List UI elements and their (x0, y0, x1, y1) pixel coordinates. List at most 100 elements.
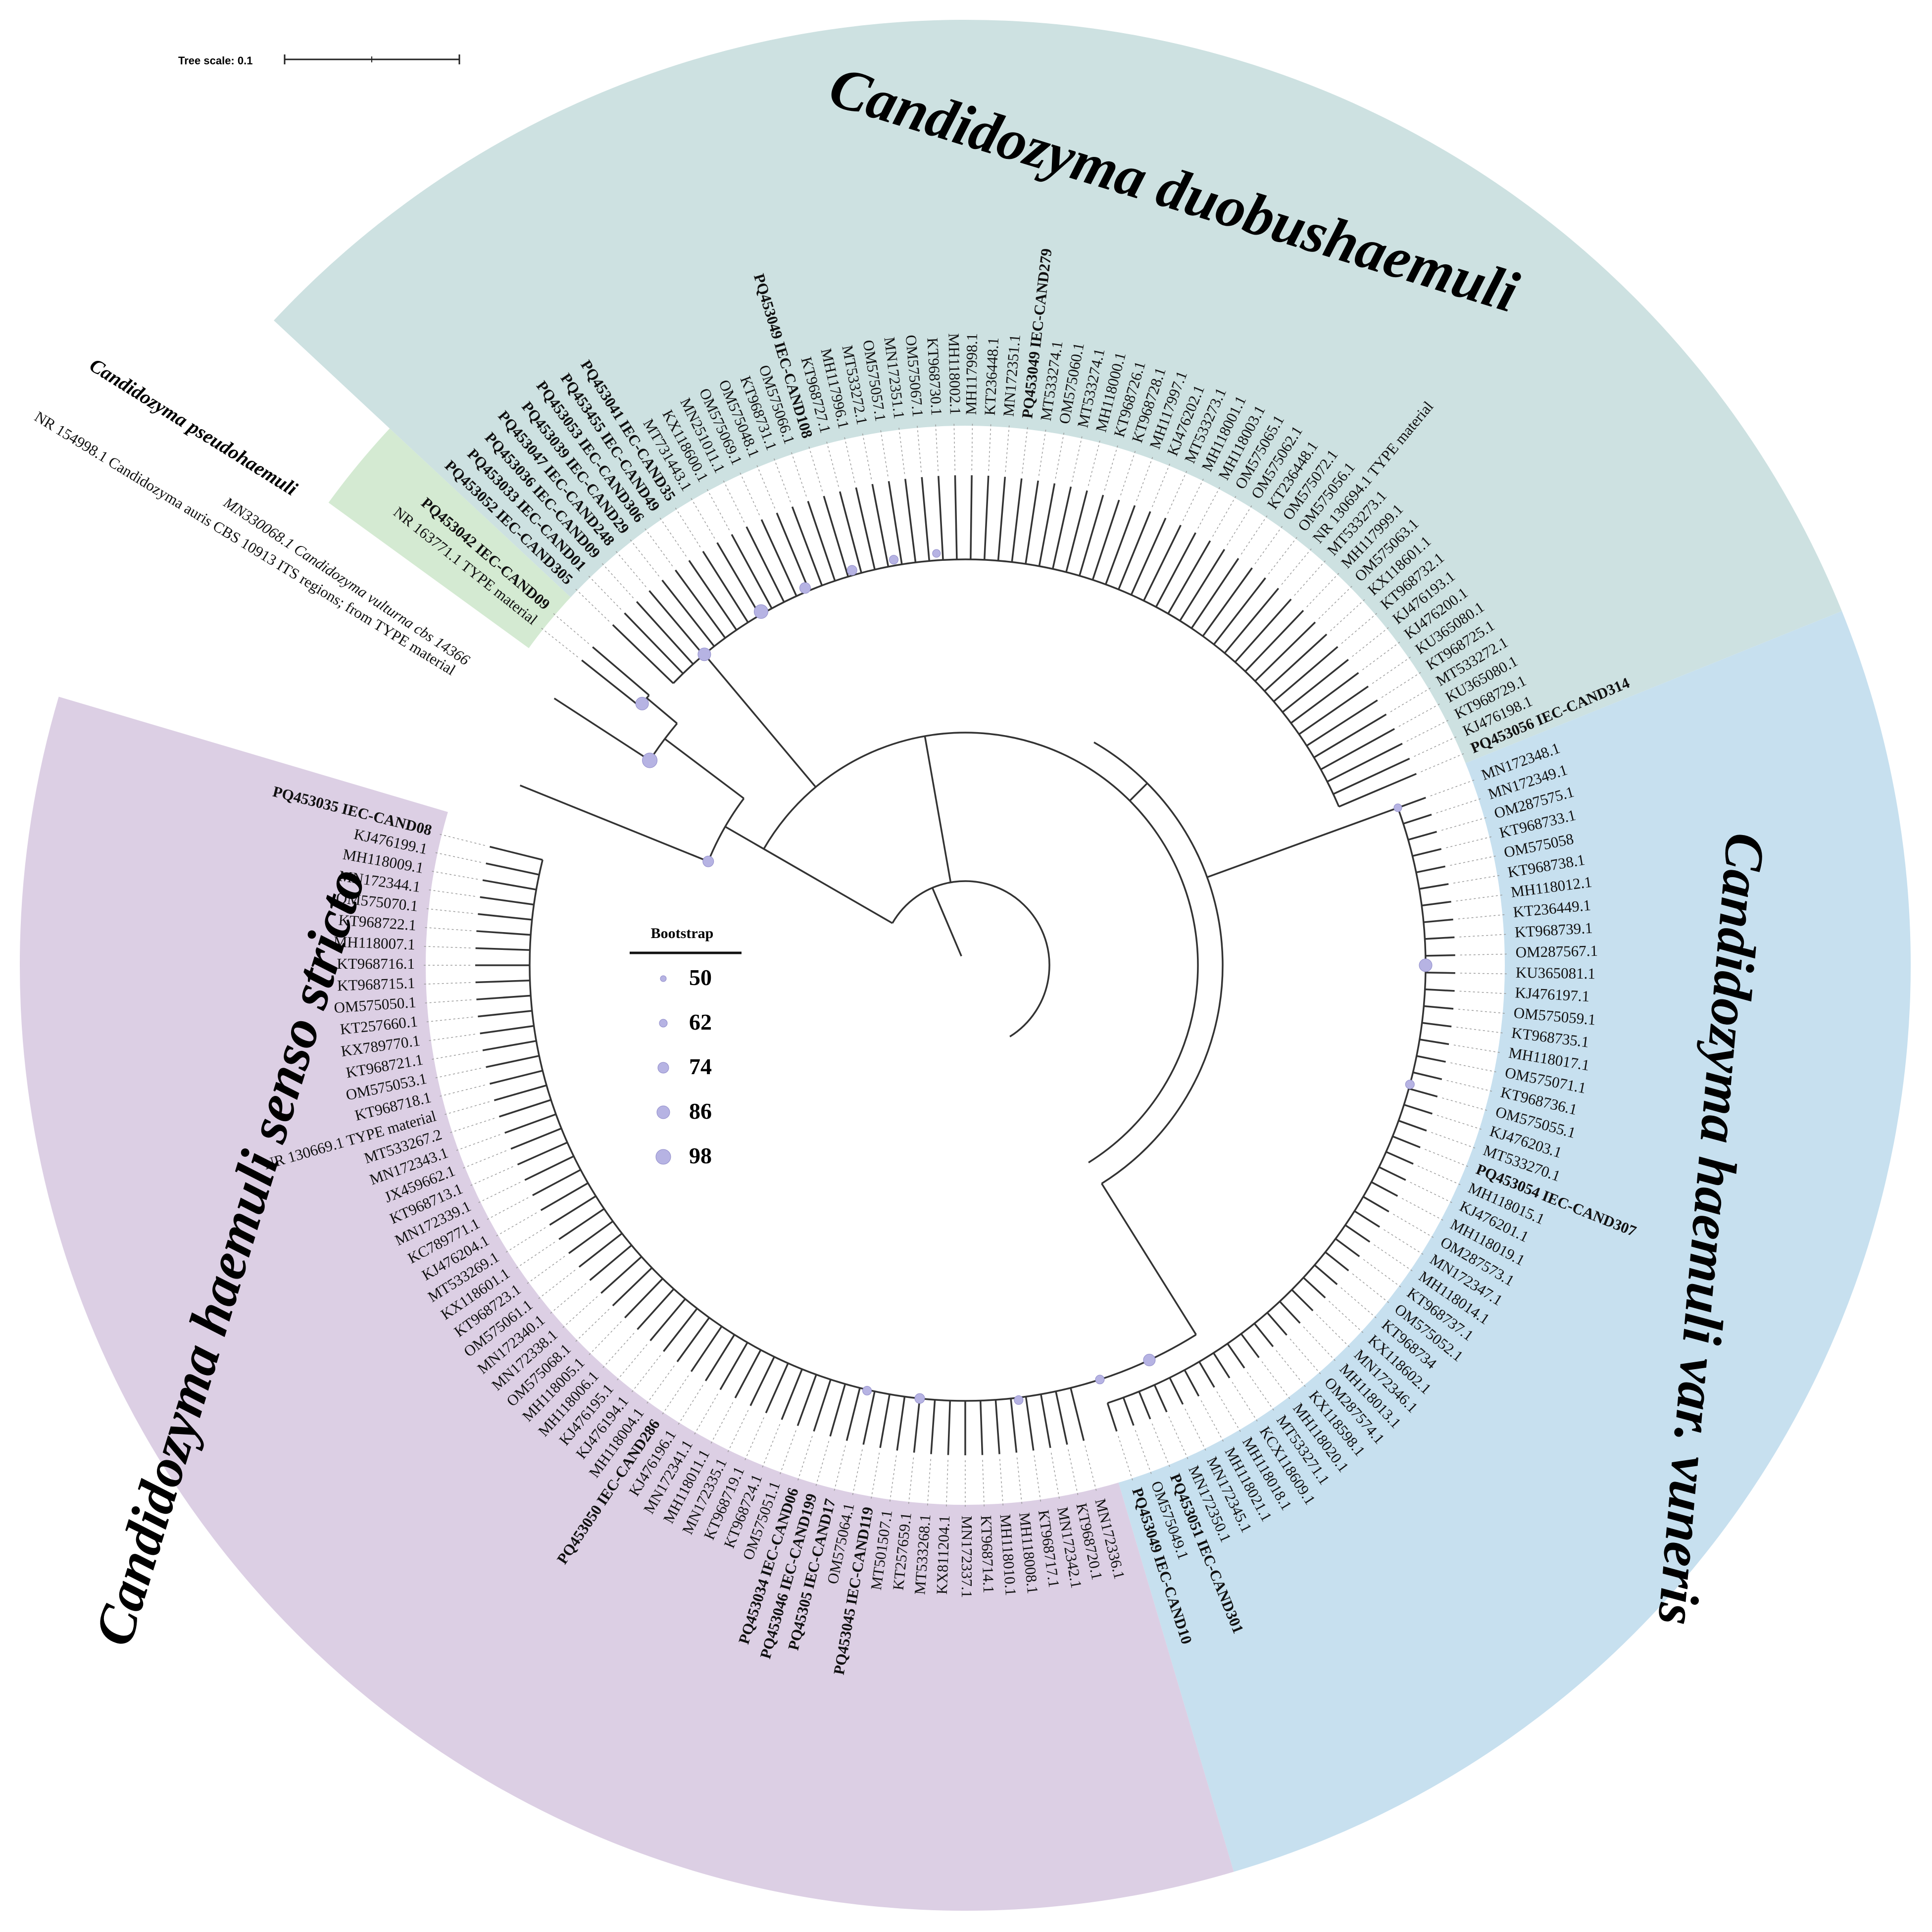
guide-line (1294, 559, 1327, 596)
guide-line (1276, 1350, 1307, 1388)
haemuli-leaf-branch (476, 930, 531, 936)
vulneris-leaf-branch (1184, 1369, 1200, 1397)
guide-line (1431, 1132, 1477, 1149)
guide-line (706, 487, 730, 531)
leaf-label-haemuli: KX811204.1 (933, 1515, 953, 1595)
haemuli-leaf-branch (517, 1141, 568, 1166)
vulneris-leaf-branch (1354, 1210, 1380, 1228)
duobus-leaf-branch (1202, 567, 1253, 637)
guide-line (1118, 1436, 1134, 1483)
guide-line (587, 1321, 622, 1357)
legend-label-62: 62 (689, 1009, 712, 1035)
guide-line (1450, 855, 1498, 866)
leaf-label-duobushaemuli: KT968730.1 (924, 337, 945, 416)
guide-line (433, 851, 482, 863)
guide-line (1247, 1372, 1276, 1412)
haemuli-leaf-branch (704, 1334, 736, 1382)
bootstrap-marker (846, 565, 857, 576)
guide-line (1318, 584, 1354, 619)
duobus-leaf-branch (1327, 743, 1403, 783)
haemuli-leaf-branch (475, 979, 530, 984)
branch-radial (581, 659, 641, 707)
bootstrap-marker (889, 555, 899, 565)
leaf-label-haemuli: KT968715.1 (337, 974, 415, 994)
guide-line (709, 1402, 734, 1445)
duobus-leaf-branch (716, 542, 761, 616)
guide-line (423, 999, 472, 1004)
duobus-leaf-branch (871, 484, 890, 567)
guide-line (1254, 524, 1284, 564)
guide-line (1168, 1416, 1189, 1461)
guide-line (1436, 797, 1483, 814)
outgroup-leaf-vulturna (553, 697, 650, 761)
haemuli-leaf-branch (749, 1356, 775, 1406)
guide-line (1417, 1165, 1463, 1186)
haemuli-leaf-branch (478, 1010, 533, 1018)
tree-scale-label: Tree scale: 0.1 (178, 54, 252, 67)
duobus-leaf-branch (1167, 540, 1211, 614)
haemuli-leaf-branch (862, 1391, 876, 1445)
vulneris-leaf-branch (1279, 1300, 1301, 1324)
guide-line (1441, 816, 1488, 831)
duobus-leaf-branch (997, 477, 1006, 561)
vulneris-leaf-branch (1138, 1391, 1151, 1420)
haemuli-leaf-branch (1070, 1387, 1085, 1441)
duobus-leaf-branch (1011, 478, 1023, 562)
guide-line (1352, 626, 1390, 657)
haemuli-leaf-branch (480, 1025, 534, 1035)
guide-line (423, 927, 472, 931)
vulneris-leaf-branch (1253, 1323, 1274, 1347)
guide-line (1459, 991, 1508, 994)
duobus-leaf-branch (1313, 713, 1387, 758)
leaf-label-duobushaemuli: MH118002.1 (945, 333, 964, 415)
haemuli-leaf-branch (1010, 1398, 1018, 1453)
guide-line (438, 833, 485, 846)
haemuli-leaf-branch (913, 1398, 921, 1453)
duobus-leaf-branch (807, 500, 836, 581)
bootstrap-marker (799, 582, 811, 594)
duobus-leaf-branch (1306, 699, 1378, 746)
guide-line (1384, 1229, 1425, 1256)
haemuli-leaf-branch (845, 1387, 861, 1441)
vulneris-leaf-branch (1403, 813, 1432, 825)
bootstrap-marker (862, 1386, 872, 1395)
guide-line (1151, 462, 1171, 507)
guide-line (476, 1182, 521, 1204)
duobus-leaf-branch (1290, 672, 1359, 724)
guide-line (438, 1085, 485, 1097)
vulneris-leaf-branch (1106, 1402, 1118, 1432)
vulneris-leaf-branch (1397, 796, 1426, 809)
guide-line (862, 431, 872, 480)
guide-line (889, 1455, 897, 1504)
guide-line (494, 1212, 537, 1238)
guide-line (601, 1333, 635, 1370)
guide-line (953, 422, 955, 471)
sister-stem (1129, 783, 1148, 801)
guide-line (1374, 1244, 1414, 1273)
guide-line (1330, 597, 1367, 632)
vulneris-leaf-branch (1325, 1251, 1349, 1272)
haemuli-leaf-branch (1025, 1396, 1035, 1451)
guide-line (982, 1460, 985, 1509)
clade-background-haemuli (20, 696, 1234, 1911)
haemuli-complex-branch (924, 736, 952, 883)
duobus-leaf-branch (1025, 480, 1039, 564)
haemuli-leaf-branch (589, 1244, 633, 1281)
guide-line (1232, 1382, 1259, 1424)
haemuli-leaf-branch (719, 1342, 748, 1390)
haemuli-leaf-branch (486, 1055, 540, 1068)
guide-line (690, 496, 715, 539)
guide-line (1372, 655, 1413, 684)
haemuli-leaf-branch (549, 1195, 596, 1226)
guide-line (1456, 894, 1504, 902)
guide-line (808, 445, 823, 492)
tree-scale: Tree scale: 0.1 (178, 54, 460, 67)
duobus-leaf-branch (745, 526, 785, 603)
guide-line (945, 1460, 948, 1509)
root-arc (892, 880, 1050, 1038)
guide-line (587, 574, 622, 610)
guide-line (1088, 439, 1101, 486)
guide-line (1352, 1273, 1391, 1304)
guide-line (988, 422, 991, 471)
haemuli-arc (529, 859, 1197, 1402)
